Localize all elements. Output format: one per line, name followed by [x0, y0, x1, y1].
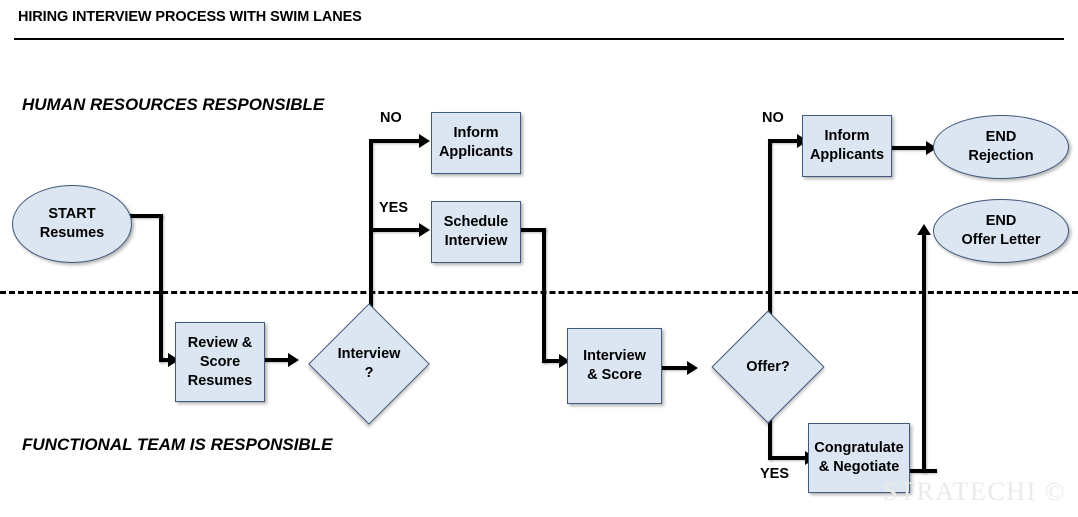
connector-review-to-interview-decision	[265, 358, 295, 362]
connector-offer-yes-h	[768, 456, 810, 460]
connector-inform2-to-end-rejection	[892, 146, 932, 150]
swimlane-divider	[0, 291, 1078, 294]
arrowhead-schedule-to-interviewscore	[559, 354, 570, 368]
connector-congrats-to-endoffer-v	[922, 232, 926, 473]
connector-schedule-to-interviewscore-v	[542, 228, 546, 363]
arrowhead-congrats-to-endoffer	[917, 224, 931, 235]
node-inform-applicants-2[interactable]: Inform Applicants	[802, 115, 892, 177]
stratechi-watermark: STRATECHI ©	[883, 477, 1066, 506]
edge-label-interview-no: NO	[380, 110, 402, 126]
page-title: HIRING INTERVIEW PROCESS WITH SWIM LANES	[18, 9, 362, 25]
title-divider	[14, 38, 1064, 40]
arrowhead-review-to-interview-decision	[288, 353, 299, 367]
arrowhead-interviewscore-to-offer	[687, 361, 698, 375]
node-schedule-interview[interactable]: Schedule Interview	[431, 201, 521, 263]
node-interview-decision[interactable]: Interview ?	[297, 303, 441, 425]
node-end-rejection[interactable]: END Rejection	[933, 115, 1069, 179]
offer-decision-shape	[711, 310, 825, 424]
arrowhead-interview-no	[419, 134, 430, 148]
connector-start-to-review-h2	[159, 358, 175, 362]
node-end-offer-letter[interactable]: END Offer Letter	[933, 199, 1069, 263]
node-review-score-resumes[interactable]: Review & Score Resumes	[175, 322, 265, 402]
connector-interview-decision-up	[369, 140, 373, 310]
connector-interview-no-h	[369, 139, 421, 143]
connector-schedule-to-interviewscore-h2	[542, 359, 566, 363]
node-start-resumes[interactable]: START Resumes	[12, 185, 132, 263]
edge-label-interview-yes: YES	[379, 200, 409, 216]
edge-label-offer-yes: YES	[760, 466, 790, 482]
node-interview-and-score[interactable]: Interview & Score	[567, 328, 662, 404]
node-offer-decision[interactable]: Offer?	[696, 310, 840, 424]
node-inform-applicants-1[interactable]: Inform Applicants	[431, 112, 521, 174]
connector-offer-no-v	[768, 140, 772, 320]
swimlane-label-human-resources: HUMAN RESOURCES RESPONSIBLE	[22, 95, 325, 114]
connector-schedule-to-interviewscore-h1	[520, 228, 546, 232]
edge-label-offer-no: NO	[762, 110, 784, 126]
connector-offer-no-h	[768, 139, 802, 143]
arrowhead-start-to-review	[168, 353, 179, 367]
arrowhead-inform2-to-end-rejection	[926, 141, 937, 155]
node-congratulate-negotiate[interactable]: Congratulate & Negotiate	[808, 423, 910, 493]
connector-start-to-review-h1	[128, 214, 163, 218]
connector-interviewscore-to-offer	[662, 366, 694, 370]
connector-start-to-review-v	[159, 214, 163, 362]
arrowhead-interview-yes	[419, 223, 430, 237]
swimlane-label-functional-team: FUNCTIONAL TEAM IS RESPONSIBLE	[22, 435, 333, 454]
connector-interview-yes-h	[369, 228, 421, 232]
connector-offer-yes-v	[768, 408, 772, 460]
interview-decision-shape	[308, 303, 430, 425]
